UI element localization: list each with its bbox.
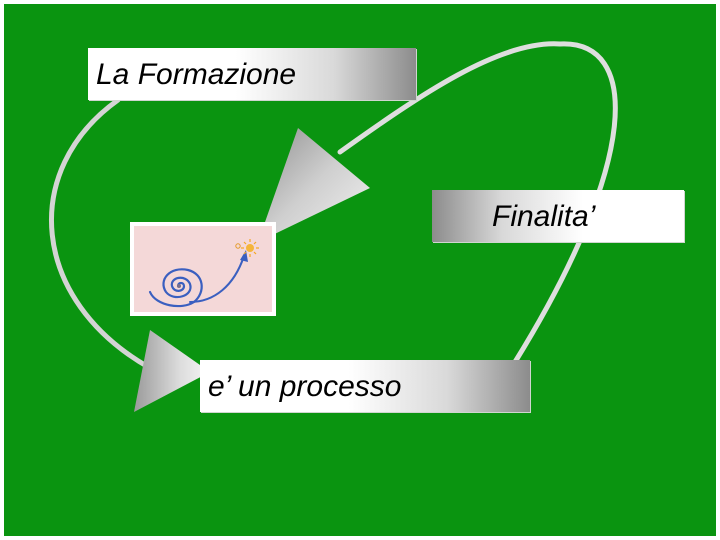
finalita-box: Finalita’ [432, 190, 684, 242]
formazione-label: La Formazione [96, 58, 297, 91]
spiral-drawing-image [130, 222, 276, 316]
finalita-label: Finalita’ [492, 200, 596, 233]
spiral-drawing-icon [134, 226, 272, 312]
formazione-box: La Formazione [88, 48, 416, 100]
processo-box: e’ un processo [200, 360, 530, 412]
processo-label: e’ un processo [208, 370, 402, 403]
left-connector-arc [48, 97, 153, 371]
lower-arrowhead [134, 330, 210, 412]
upper-arrowhead [258, 128, 370, 242]
